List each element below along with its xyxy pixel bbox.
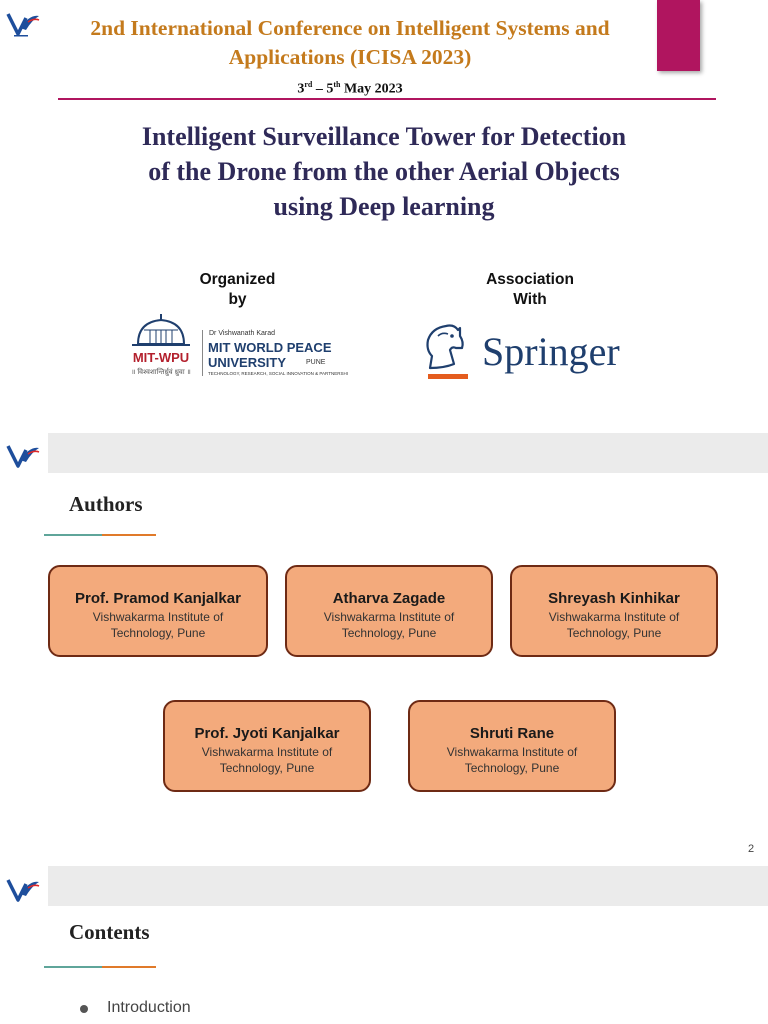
paper-title-line1: Intelligent Surveillance Tower for Detec…: [141, 122, 627, 151]
wpu-logo-divider: [202, 330, 203, 376]
springer-logo: Springer: [418, 320, 643, 384]
wpu-tagline: ॥ विश्वशान्तिर्ध्रुवं ध्रुवा ॥: [131, 369, 191, 376]
author-affiliation: Vishwakarma Institute of Technology, Pun…: [410, 744, 614, 776]
accent-tab: [657, 0, 700, 71]
author-affiliation: Vishwakarma Institute of Technology, Pun…: [287, 609, 491, 641]
authors-rule-orange: [102, 534, 156, 536]
organized-line1: Organized: [199, 271, 276, 288]
conference-title-line2: Applications (ICISA 2023): [228, 45, 472, 69]
conference-logo-icon: [6, 438, 40, 470]
dome-icon: [132, 314, 190, 346]
association-line1: Association: [486, 271, 574, 288]
wpu-name-line2: UNIVERSITY: [208, 355, 287, 370]
author-name: Shreyash Kinhikar: [548, 590, 680, 607]
springer-wordmark: Springer: [482, 329, 620, 374]
paper-title-line3: using Deep learning: [273, 192, 495, 221]
springer-horse-icon: [426, 324, 468, 379]
author-card: Prof. Jyoti Kanjalkar Vishwakarma Instit…: [163, 700, 371, 792]
wpu-abbrev: MIT-WPU: [132, 350, 190, 365]
contents-rule-teal: [44, 966, 102, 968]
conference-logo-icon: [6, 8, 40, 38]
author-name: Prof. Pramod Kanjalkar: [75, 590, 241, 607]
organized-by-label: Organized by: [180, 270, 295, 310]
wpu-city: PUNE: [306, 359, 326, 366]
authors-rule-teal: [44, 534, 102, 536]
author-affiliation: Vishwakarma Institute of Technology, Pun…: [50, 609, 266, 641]
affiliation-line2: Technology, Pune: [110, 626, 206, 640]
author-card: Atharva Zagade Vishwakarma Institute of …: [285, 565, 493, 657]
contents-rule-orange: [102, 966, 156, 968]
affiliation-line2: Technology, Pune: [464, 761, 560, 775]
authors-heading: Authors: [69, 492, 143, 516]
author-name: Shruti Rane: [469, 725, 555, 742]
contents-banner: [48, 866, 768, 906]
author-card: Shruti Rane Vishwakarma Institute of Tec…: [408, 700, 616, 792]
author-affiliation: Vishwakarma Institute of Technology, Pun…: [512, 609, 716, 641]
date-suffix-start: rd: [304, 80, 313, 89]
date-day-end: – 5: [312, 81, 334, 97]
authors-banner: [48, 433, 768, 473]
affiliation-line1: Vishwakarma Institute of: [548, 610, 680, 624]
header-divider: [58, 98, 716, 100]
author-name: Prof. Jyoti Kanjalkar: [194, 725, 340, 742]
affiliation-line1: Vishwakarma Institute of: [201, 745, 333, 759]
wpu-subtitle: Dr Vishwanath Karad: [209, 330, 276, 337]
author-card: Shreyash Kinhikar Vishwakarma Institute …: [510, 565, 718, 657]
conference-date: 3rd – 5th May 2023: [200, 80, 500, 98]
contents-heading: Contents: [69, 920, 150, 944]
organized-line2: by: [228, 291, 247, 308]
page-number: 2: [748, 843, 755, 855]
author-affiliation: Vishwakarma Institute of Technology, Pun…: [165, 744, 369, 776]
contents-item: Introduction: [107, 999, 191, 1016]
affiliation-line1: Vishwakarma Institute of: [446, 745, 578, 759]
wpu-motto: TECHNOLOGY, RESEARCH, SOCIAL INNOVATION …: [208, 371, 348, 376]
association-line2: With: [513, 291, 547, 308]
bullet-icon: [80, 1005, 88, 1013]
conference-logo-icon: [6, 872, 40, 904]
wpu-name-line1: MIT WORLD PEACE: [208, 340, 332, 355]
affiliation-line2: Technology, Pune: [219, 761, 315, 775]
paper-title-line2: of the Drone from the other Aerial Objec…: [148, 157, 620, 186]
paper-title: Intelligent Surveillance Tower for Detec…: [60, 119, 708, 224]
affiliation-line1: Vishwakarma Institute of: [92, 610, 224, 624]
date-suffix-end: th: [333, 80, 341, 89]
affiliation-line2: Technology, Pune: [341, 626, 437, 640]
conference-title-line1: 2nd International Conference on Intellig…: [90, 16, 610, 40]
date-month-year: May 2023: [340, 81, 403, 97]
affiliation-line1: Vishwakarma Institute of: [323, 610, 455, 624]
mit-wpu-logo: MIT-WPU ॥ विश्वशान्तिर्ध्रुवं ध्रुवा ॥ D…: [120, 314, 348, 380]
author-name: Atharva Zagade: [332, 590, 446, 607]
association-with-label: Association With: [470, 270, 590, 310]
date-day-start: 3: [297, 81, 305, 97]
conference-title: 2nd International Conference on Intellig…: [40, 14, 660, 72]
author-card: Prof. Pramod Kanjalkar Vishwakarma Insti…: [48, 565, 268, 657]
affiliation-line2: Technology, Pune: [566, 626, 662, 640]
